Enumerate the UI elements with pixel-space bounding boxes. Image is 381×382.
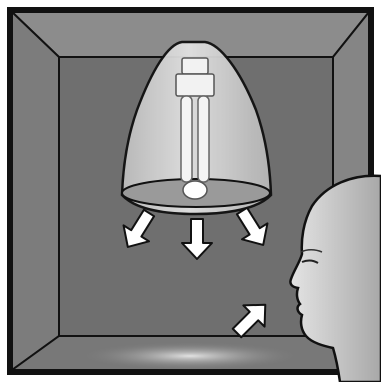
left-wall xyxy=(12,12,59,370)
floor-light-glow xyxy=(80,342,300,370)
